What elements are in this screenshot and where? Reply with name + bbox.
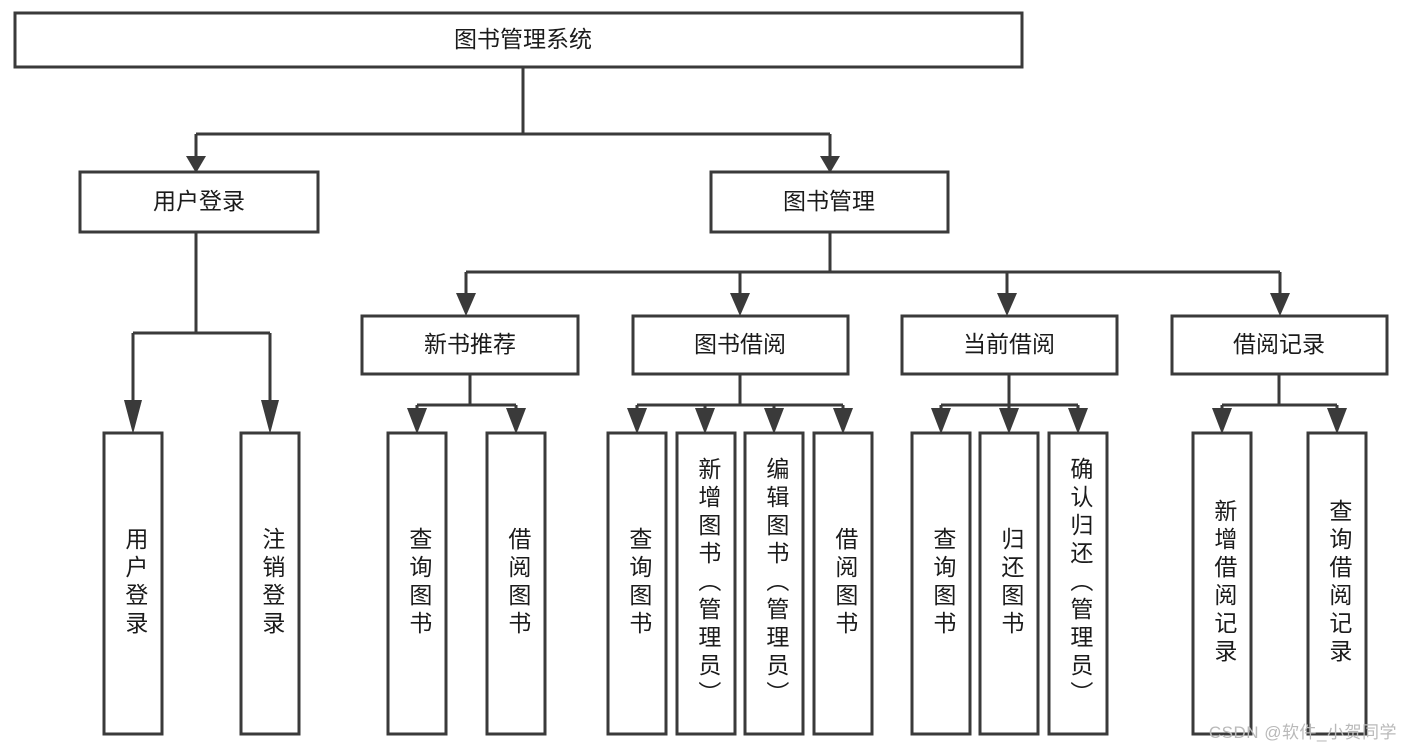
connector-layer: [124, 67, 1347, 434]
node-leaf-query-book-borrow-label: 查询图书: [626, 527, 653, 639]
node-book-manage-box[interactable]: [709, 170, 950, 234]
arrow-head-new-book: [456, 293, 476, 316]
node-leaf-add-book-box[interactable]: [675, 431, 737, 736]
arrow-head-leaf-borrow-book-2: [833, 408, 853, 434]
arrow-head-leaf-query-book-3: [931, 408, 951, 434]
node-new-book-recommend-label: 新书推荐: [424, 331, 516, 357]
node-leaf-edit-book[interactable]: 编辑图书（管理员）: [743, 431, 805, 736]
node-leaf-borrow-book[interactable]: 借阅图书: [812, 431, 874, 736]
node-current-borrow-label: 当前借阅: [963, 331, 1055, 357]
node-book-manage[interactable]: 图书管理: [709, 170, 950, 234]
arrow-head-book-manage: [820, 156, 840, 173]
arrow-head-leaf-add-record: [1212, 408, 1232, 434]
arrow-head-current-borrow: [997, 293, 1017, 316]
arrow-head-user-login: [186, 156, 206, 173]
node-leaf-return-book-box[interactable]: [978, 431, 1040, 736]
node-user-login-box[interactable]: [78, 170, 320, 234]
node-book-borrow-box[interactable]: [631, 314, 850, 376]
node-leaf-confirm-return-label: 确认归还（管理员）: [1067, 457, 1094, 709]
node-leaf-borrow-book-recommend-box[interactable]: [485, 431, 547, 736]
arrow-head-book-borrow: [730, 293, 750, 316]
arrow-head-borrow-record: [1270, 293, 1290, 316]
node-current-borrow-box[interactable]: [900, 314, 1119, 376]
node-leaf-confirm-return[interactable]: 确认归还（管理员）: [1047, 431, 1109, 736]
node-leaf-add-book[interactable]: 新增图书（管理员）: [675, 431, 737, 736]
arrow-head-leaf-query-book-1: [407, 408, 427, 434]
node-leaf-add-book-label: 新增图书（管理员）: [695, 457, 722, 709]
node-borrow-record[interactable]: 借阅记录: [1170, 314, 1389, 376]
node-book-borrow[interactable]: 图书借阅: [631, 314, 850, 376]
arrow-head-leaf-query-book-2: [627, 408, 647, 434]
node-root-label: 图书管理系统: [454, 26, 592, 52]
node-leaf-confirm-return-box[interactable]: [1047, 431, 1109, 736]
node-leaf-query-book-borrow[interactable]: 查询图书: [606, 431, 668, 736]
node-leaf-edit-book-label: 编辑图书（管理员）: [763, 457, 790, 709]
arrow-head-leaf-confirm-return: [1068, 408, 1088, 434]
node-leaf-query-book-recommend[interactable]: 查询图书: [386, 431, 448, 736]
arrow-head-leaf-edit-book: [764, 408, 784, 434]
node-leaf-user-login-label: 用户登录: [122, 527, 149, 639]
node-leaf-query-book-recommend-box[interactable]: [386, 431, 448, 736]
node-leaf-query-borrow-record-box[interactable]: [1306, 431, 1368, 736]
node-user-login[interactable]: 用户登录: [78, 170, 320, 234]
node-leaf-logout-label: 注销登录: [259, 527, 286, 639]
arrow-head-leaf-return-book: [999, 408, 1019, 434]
node-leaf-logout-box[interactable]: [239, 431, 301, 736]
node-root-box[interactable]: [13, 11, 1024, 69]
node-leaf-borrow-book-box[interactable]: [812, 431, 874, 736]
node-new-book-recommend-box[interactable]: [360, 314, 580, 376]
node-leaf-return-book-label: 归还图书: [998, 527, 1025, 639]
node-book-manage-label: 图书管理: [783, 188, 875, 214]
arrow-head-leaf-borrow-book-1: [506, 408, 526, 434]
node-leaf-query-borrow-record-label: 查询借阅记录: [1326, 499, 1353, 667]
node-borrow-record-box[interactable]: [1170, 314, 1389, 376]
node-borrow-record-label: 借阅记录: [1233, 331, 1325, 357]
node-leaf-borrow-book-recommend-label: 借阅图书: [505, 527, 532, 639]
node-leaf-return-book[interactable]: 归还图书: [978, 431, 1040, 736]
node-new-book-recommend[interactable]: 新书推荐: [360, 314, 580, 376]
node-leaf-borrow-book-label: 借阅图书: [832, 527, 859, 639]
node-leaf-query-book-recommend-label: 查询图书: [406, 527, 433, 639]
node-leaf-query-borrow-record[interactable]: 查询借阅记录: [1306, 431, 1368, 736]
arrow-head-leaf-query-record: [1327, 408, 1347, 434]
node-leaf-edit-book-box[interactable]: [743, 431, 805, 736]
node-leaf-user-login[interactable]: 用户登录: [102, 431, 164, 736]
node-leaf-query-book-current[interactable]: 查询图书: [910, 431, 972, 736]
arrow-head-leaf-user-login: [124, 400, 142, 434]
node-leaf-query-book-borrow-box[interactable]: [606, 431, 668, 736]
arrow-head-leaf-add-book: [695, 408, 715, 434]
node-book-borrow-label: 图书借阅: [694, 331, 786, 357]
arrow-head-leaf-logout: [261, 400, 279, 434]
node-root[interactable]: 图书管理系统: [13, 11, 1024, 69]
node-current-borrow[interactable]: 当前借阅: [900, 314, 1119, 376]
node-leaf-query-book-current-box[interactable]: [910, 431, 972, 736]
node-leaf-borrow-book-recommend[interactable]: 借阅图书: [485, 431, 547, 736]
node-leaf-logout[interactable]: 注销登录: [239, 431, 301, 736]
node-leaf-add-borrow-record-label: 新增借阅记录: [1211, 499, 1238, 667]
node-leaf-add-borrow-record-box[interactable]: [1191, 431, 1253, 736]
node-leaf-user-login-box[interactable]: [102, 431, 164, 736]
node-user-login-label: 用户登录: [153, 188, 245, 214]
node-leaf-add-borrow-record[interactable]: 新增借阅记录: [1191, 431, 1253, 736]
node-leaf-query-book-current-label: 查询图书: [930, 527, 957, 639]
